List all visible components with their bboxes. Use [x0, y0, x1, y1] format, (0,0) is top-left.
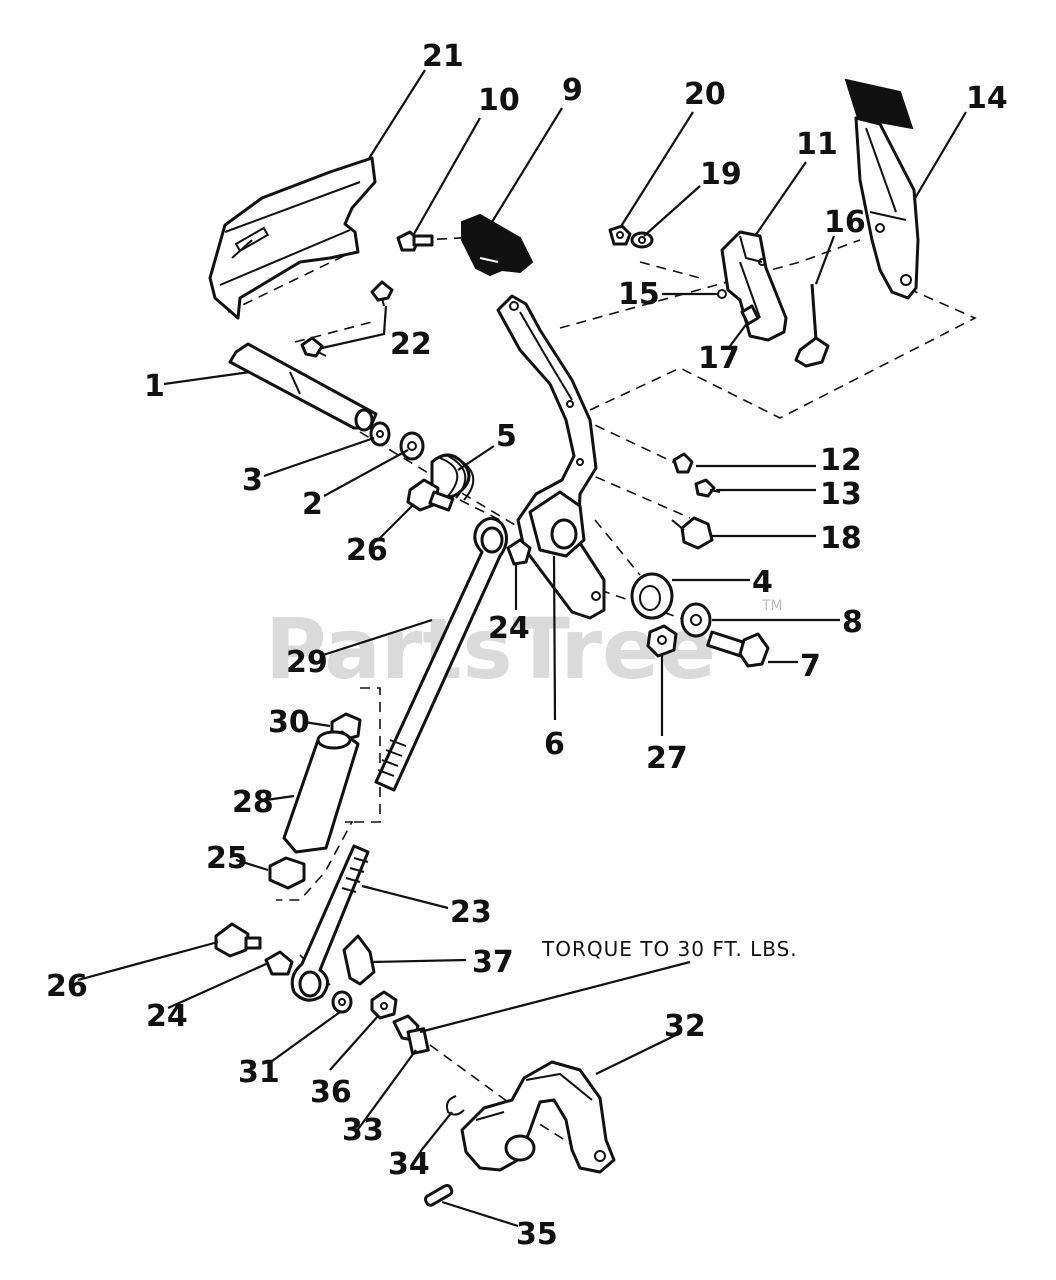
leader-lines	[77, 69, 967, 1228]
part-4-bushing	[630, 572, 674, 620]
part-1-shaft	[228, 342, 378, 432]
callout-9: 9	[562, 73, 583, 108]
part-29-rod	[374, 517, 508, 792]
callout-22: 22	[390, 327, 432, 362]
part-9-knob	[461, 213, 534, 277]
callout-26-lower: 26	[46, 969, 88, 1004]
callout-33: 33	[342, 1113, 384, 1148]
watermark-trademark: TM	[761, 598, 783, 614]
part-28-sleeve	[282, 730, 360, 854]
callout-29: 29	[286, 645, 328, 680]
part-12-nut	[672, 452, 694, 474]
part-25-nut	[268, 856, 306, 890]
callout-4: 4	[752, 565, 773, 600]
callout-26-upper: 26	[346, 533, 388, 568]
part-21-cover-plate	[208, 156, 377, 320]
part-26-bolt-upper	[406, 478, 455, 512]
callout-21: 21	[422, 39, 464, 74]
callout-1: 1	[144, 369, 165, 404]
part-2-washer	[399, 431, 425, 461]
callout-24-upper: 24	[488, 611, 530, 646]
part-27-nut	[646, 624, 678, 658]
callout-30: 30	[268, 705, 310, 740]
callout-24-lower: 24	[146, 999, 188, 1034]
part-10-bolt	[396, 230, 434, 252]
part-26-bolt-lower	[214, 922, 262, 958]
part-8-washer	[680, 602, 712, 638]
callout-7: 7	[800, 649, 821, 684]
callout-labels: 21 10 9 20 19 11 14 16 15 17 22 1 3 2 5 …	[46, 39, 1008, 1252]
part-18-bolt	[671, 516, 714, 550]
part-32-bracket	[460, 1060, 616, 1174]
part-36-nut	[370, 990, 398, 1020]
part-14-pedal	[844, 78, 920, 300]
callout-20: 20	[684, 77, 726, 112]
callout-12: 12	[820, 443, 862, 478]
part-20-nut	[608, 224, 632, 246]
callout-11: 11	[796, 127, 838, 162]
callout-28: 28	[232, 785, 274, 820]
part-24-spacer-upper	[506, 538, 532, 566]
part-13-screw	[694, 478, 721, 498]
assembly-lines	[227, 235, 977, 1171]
callout-23: 23	[450, 895, 492, 930]
callout-13: 13	[820, 477, 862, 512]
callout-14: 14	[966, 81, 1008, 116]
part-33-bolt	[392, 1014, 430, 1056]
callout-5: 5	[496, 419, 517, 454]
part-7-bolt	[706, 630, 770, 668]
callout-34: 34	[388, 1147, 430, 1182]
part-6-lever-arm	[496, 294, 606, 620]
part-23-rod	[290, 844, 370, 1002]
part-22-screws	[300, 280, 394, 358]
callout-17: 17	[698, 341, 740, 376]
callout-25: 25	[206, 841, 248, 876]
part-15-spacer	[717, 289, 727, 299]
part-24-spacer-lower	[264, 950, 294, 976]
callout-36: 36	[310, 1075, 352, 1110]
part-5-spring	[430, 453, 475, 501]
callout-32: 32	[664, 1009, 706, 1044]
callout-18: 18	[820, 521, 862, 556]
callout-6: 6	[544, 727, 565, 762]
callout-10: 10	[478, 83, 520, 118]
callout-37: 37	[472, 945, 514, 980]
part-34-clip	[446, 1095, 465, 1116]
part-11-bracket	[720, 230, 788, 342]
callout-3: 3	[242, 463, 263, 498]
part-35-pin	[423, 1183, 454, 1207]
callout-35: 35	[516, 1217, 558, 1252]
callout-16: 16	[824, 205, 866, 240]
part-37-block	[342, 934, 376, 986]
part-17-clip	[740, 304, 760, 326]
part-3-washer	[369, 421, 391, 447]
part-19-washer	[630, 231, 654, 249]
callout-8: 8	[842, 605, 863, 640]
callout-19: 19	[700, 157, 742, 192]
torque-note: TORQUE TO 30 FT. LBS.	[541, 937, 798, 961]
callout-2: 2	[302, 487, 323, 522]
callout-15: 15	[618, 277, 660, 312]
part-16-rod	[794, 283, 830, 368]
callout-27: 27	[646, 741, 688, 776]
part-31-washer	[331, 990, 353, 1014]
callout-31: 31	[238, 1055, 280, 1090]
